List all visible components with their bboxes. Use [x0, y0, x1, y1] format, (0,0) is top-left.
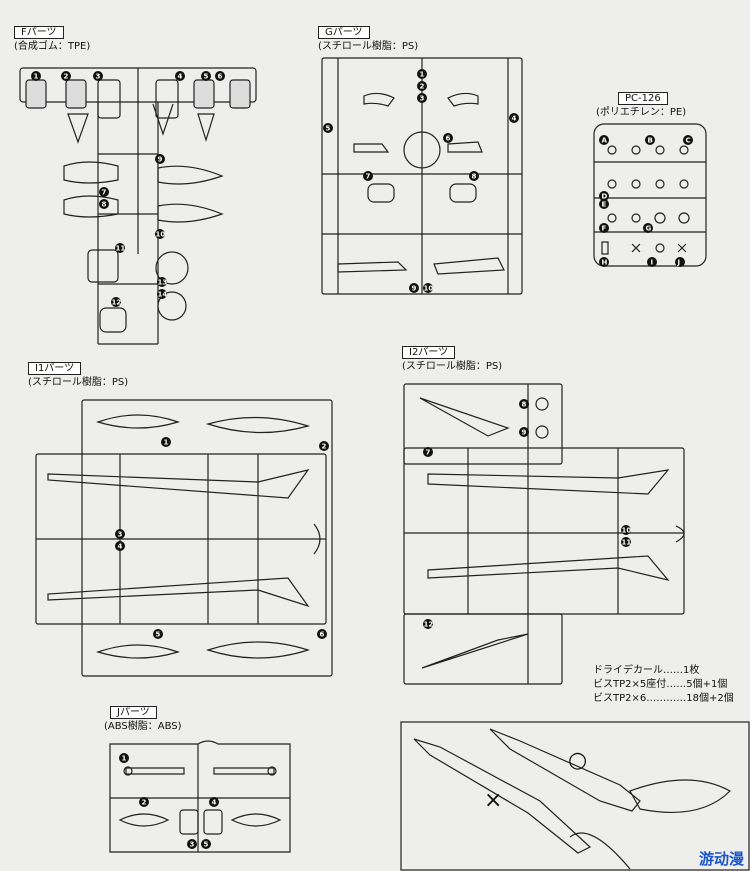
svg-text:4: 4	[118, 543, 123, 551]
svg-text:C: C	[686, 137, 691, 145]
svg-text:8: 8	[102, 201, 107, 209]
svg-text:4: 4	[512, 115, 517, 123]
sprue-i1-label: I1パーツ	[28, 362, 82, 375]
sprue-i1-material: (スチロール樹脂：PS)	[28, 377, 129, 388]
sprue-f-label: Fパーツ	[14, 26, 64, 39]
svg-text:12: 12	[112, 299, 122, 307]
svg-text:2: 2	[322, 443, 327, 451]
svg-text:1: 1	[122, 755, 127, 763]
svg-text:G: G	[646, 225, 652, 233]
svg-text:11: 11	[116, 245, 126, 253]
svg-text:2: 2	[420, 83, 425, 91]
sprue-f-name: Fパーツ	[14, 26, 64, 39]
sprue-pc-label: PC-126	[618, 92, 668, 105]
sprue-j-material: (ABS樹脂：ABS)	[104, 721, 182, 732]
svg-text:5: 5	[326, 125, 331, 133]
svg-text:D: D	[602, 193, 608, 201]
svg-text:E: E	[602, 201, 607, 209]
svg-text:3: 3	[190, 841, 195, 849]
svg-text:12: 12	[424, 621, 434, 629]
sprue-j-label: Jパーツ	[110, 706, 157, 719]
svg-text:7: 7	[366, 173, 371, 181]
sprue-pc-diagram: A B C D E F G H I J	[593, 123, 707, 267]
svg-text:3: 3	[118, 531, 123, 539]
note-screw: ビスTP2×6…………18個+2個	[593, 693, 734, 704]
svg-text:A: A	[602, 137, 608, 145]
note-screw-seat: ビスTP2×5座付……5個+1個	[593, 679, 728, 690]
svg-text:5: 5	[156, 631, 161, 639]
sprue-i2-material: (スチロール樹脂：PS)	[402, 361, 503, 372]
svg-text:10: 10	[156, 231, 166, 239]
sprue-i1-name: I1パーツ	[28, 362, 82, 375]
sprue-i2-label: I2パーツ	[402, 346, 456, 359]
svg-text:6: 6	[446, 135, 451, 143]
sprue-g-material: (スチロール樹脂：PS)	[318, 41, 419, 52]
svg-text:1: 1	[164, 439, 169, 447]
sprue-pc-name: PC-126	[618, 92, 668, 105]
watermark-logo: 游动漫	[698, 850, 744, 868]
svg-text:I: I	[651, 259, 654, 267]
svg-text:9: 9	[522, 429, 527, 437]
svg-text:2: 2	[64, 73, 69, 81]
sprue-g-label: Gパーツ	[318, 26, 370, 39]
svg-text:9: 9	[158, 156, 163, 164]
svg-text:5: 5	[204, 73, 209, 81]
svg-text:10: 10	[424, 285, 434, 293]
svg-text:2: 2	[142, 799, 147, 807]
svg-text:5: 5	[204, 841, 209, 849]
sprue-i2-diagram: 7 8 9 10 11 12	[403, 383, 685, 685]
svg-text:6: 6	[320, 631, 325, 639]
svg-text:8: 8	[472, 173, 477, 181]
svg-text:3: 3	[420, 95, 425, 103]
wrong-mark: ×	[484, 788, 502, 813]
svg-text:3: 3	[96, 73, 101, 81]
sprue-i2-name: I2パーツ	[402, 346, 456, 359]
sprue-pc-material: (ポリエチレン：PE)	[596, 107, 687, 118]
svg-text:1: 1	[34, 73, 39, 81]
screwdriver-illustration: ○ ×	[400, 721, 750, 871]
svg-text:8: 8	[522, 401, 527, 409]
parts-notes: ドライデカール……1枚 ビスTP2×5座付……5個+1個 ビスTP2×6……………	[593, 664, 734, 706]
svg-text:4: 4	[212, 799, 217, 807]
svg-text:13: 13	[158, 279, 168, 287]
svg-text:10: 10	[622, 527, 632, 535]
svg-text:7: 7	[426, 449, 431, 457]
sprue-i1-diagram: 1 2 3 4 5 6	[35, 399, 333, 677]
svg-text:1: 1	[420, 71, 425, 79]
svg-text:H: H	[602, 259, 608, 267]
svg-text:9: 9	[412, 285, 417, 293]
correct-mark: ○	[568, 748, 587, 773]
svg-text:11: 11	[622, 539, 632, 547]
sprue-j-diagram: 1 2 3 4 5	[109, 740, 291, 853]
sprue-j-name: Jパーツ	[110, 706, 157, 719]
svg-text:F: F	[602, 225, 607, 233]
sprue-f-material: (合成ゴム：TPE)	[14, 41, 91, 52]
svg-text:J: J	[677, 259, 681, 267]
svg-text:6: 6	[218, 73, 223, 81]
svg-text:14: 14	[158, 291, 168, 299]
svg-text:4: 4	[178, 73, 183, 81]
svg-text:7: 7	[102, 189, 107, 197]
sprue-g-diagram: 1 2 3 4 5 6 7 8 9 10	[321, 57, 523, 295]
sprue-f-diagram: 1 2 3 4 5 6 7 8 9 10 11 12 13 14	[19, 67, 257, 345]
note-decal: ドライデカール……1枚	[593, 665, 700, 676]
svg-text:B: B	[648, 137, 653, 145]
sprue-g-name: Gパーツ	[318, 26, 370, 39]
